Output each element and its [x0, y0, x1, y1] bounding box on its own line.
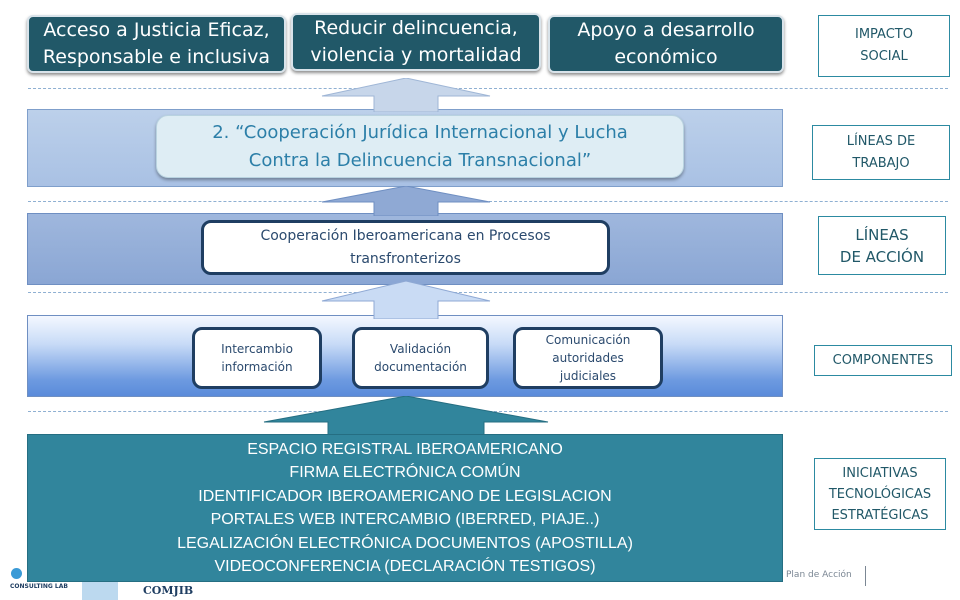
impact-text-justicia: Acceso a Justicia Eficaz, Responsable e …: [42, 19, 271, 68]
label-impacto-social: IMPACTO SOCIAL: [818, 15, 950, 77]
iniciativa-2: FIRMA ELECTRÓNICA COMÚN: [289, 464, 521, 481]
footer-divider: [865, 566, 866, 586]
impact-box-desarrollo: Apoyo a desarrollo económico: [548, 15, 784, 73]
iniciativa-6: VIDEOCONFERENCIA (DECLARACIÓN TESTIGOS): [214, 558, 596, 575]
consulting-lab-text: CONSULTING LAB: [10, 583, 68, 590]
label-lineas-accion: LÍNEAS DE ACCIÓN: [818, 216, 946, 275]
iniciativa-4: PORTALES WEB INTERCAMBIO (IBERRED, PIAJE…: [210, 511, 600, 528]
separator-3: [28, 292, 948, 293]
componente-comunicacion-text: Comunicación autoridades judiciales: [545, 333, 631, 383]
linea-accion-box: Cooperación Iberoamericana en Procesos t…: [201, 220, 610, 275]
label-lineas-trabajo-text: LÍNEAS DE TRABAJO: [846, 133, 916, 171]
footer-logo-block: [82, 582, 118, 600]
comjib-logo-text: COMJIB: [143, 584, 194, 597]
componente-validacion-text: Validación documentación: [374, 342, 467, 374]
impact-box-delincuencia: Reducir delincuencia, violencia y mortal…: [291, 13, 541, 71]
linea-trabajo-box: 2. “Cooperación Jurídica Internacional y…: [156, 115, 684, 178]
label-iniciativas-text: INICIATIVAS TECNOLÓGICAS ESTRATÉGICAS: [828, 465, 932, 523]
label-lineas-trabajo: LÍNEAS DE TRABAJO: [812, 125, 950, 180]
iniciativa-5: LEGALIZACIÓN ELECTRÓNICA DOCUMENTOS (APO…: [177, 534, 633, 552]
linea-accion-text: Cooperación Iberoamericana en Procesos t…: [260, 227, 551, 267]
linea-trabajo-text: 2. “Cooperación Jurídica Internacional y…: [212, 121, 628, 171]
componente-comunicacion: Comunicación autoridades judiciales: [513, 327, 663, 389]
arrow-up-linea-trabajo: [321, 186, 491, 216]
arrow-up-impact: [321, 78, 491, 112]
arrow-up-componentes: [263, 396, 549, 438]
label-impacto-social-text: IMPACTO SOCIAL: [855, 27, 913, 64]
label-lineas-accion-text: LÍNEAS DE ACCIÓN: [839, 225, 925, 266]
iniciativa-1: ESPACIO REGISTRAL IBEROAMERICANO: [247, 440, 563, 458]
componente-intercambio-text: Intercambio información: [221, 342, 293, 374]
separator-1: [28, 88, 948, 89]
label-componentes: COMPONENTES: [814, 345, 952, 376]
consulting-logo-icon: [11, 568, 22, 579]
impact-box-justicia: Acceso a Justicia Eficaz, Responsable e …: [27, 15, 286, 73]
iniciativas-box: ESPACIO REGISTRAL IBEROAMERICANO FIRMA E…: [27, 434, 783, 582]
iniciativa-3: IDENTIFICADOR IBEROAMERICANO DE LEGISLAC…: [198, 487, 612, 505]
componente-intercambio: Intercambio información: [192, 327, 322, 389]
impact-text-desarrollo: Apoyo a desarrollo económico: [577, 19, 755, 68]
componente-validacion: Validación documentación: [352, 327, 489, 389]
arrow-up-linea-accion: [321, 281, 491, 319]
label-componentes-text: COMPONENTES: [832, 352, 934, 368]
impact-text-delincuencia: Reducir delincuencia, violencia y mortal…: [310, 17, 522, 66]
footer-plan-text: Plan de Acción: [786, 570, 852, 580]
label-iniciativas: INICIATIVAS TECNOLÓGICAS ESTRATÉGICAS: [814, 458, 946, 530]
